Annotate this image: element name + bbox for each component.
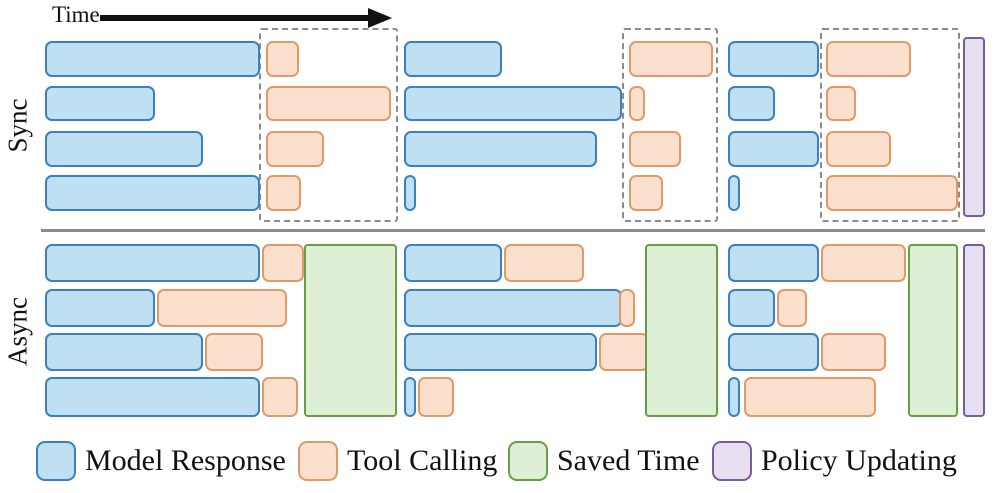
time-axis-label: Time (52, 2, 100, 27)
model-response-bar (728, 333, 819, 371)
sync-tool-group-2 (622, 28, 718, 222)
sync-tool-group-3 (820, 28, 960, 222)
model-response-bar (404, 86, 622, 121)
tool-calling-bar (826, 175, 958, 211)
saved-time-bar (304, 244, 397, 417)
tool-calling-bar (262, 244, 304, 282)
tool-calling-bar (157, 289, 287, 327)
model-response-bar (404, 244, 502, 282)
arrow-right-icon (100, 8, 392, 28)
tool-calling-bar (262, 377, 298, 417)
policy-updating-bar (963, 37, 985, 217)
model-response-bar (728, 244, 819, 282)
tool-calling-bar (266, 86, 391, 121)
legend-item-saved: Saved Time (508, 432, 700, 490)
saved-time-swatch (508, 441, 548, 481)
tool-calling-bar (599, 333, 649, 371)
model-response-bar (45, 41, 260, 77)
section-divider (41, 229, 985, 232)
model-response-bar (404, 41, 502, 77)
legend-item-model: Model Response (36, 432, 286, 490)
tool-calling-bar (826, 41, 911, 77)
model-response-bar (728, 41, 819, 77)
model-response-bar (404, 289, 622, 327)
model-response-bar (404, 377, 416, 417)
tool-calling-bar (826, 86, 856, 121)
tool-calling-swatch (298, 441, 338, 481)
tool-calling-bar (629, 86, 645, 121)
model-response-bar (45, 244, 260, 282)
model-response-swatch (36, 441, 76, 481)
async-row-label: Async (2, 297, 33, 366)
tool-calling-bar (826, 131, 891, 167)
tool-calling-bar (629, 41, 713, 77)
model-response-bar (728, 377, 740, 417)
tool-calling-bar (266, 175, 301, 211)
model-response-bar (404, 131, 597, 167)
policy-updating-bar (963, 244, 985, 417)
policy-updating-swatch (712, 441, 752, 481)
saved-time-bar (645, 244, 718, 417)
legend-label-saved: Saved Time (557, 444, 700, 477)
tool-calling-bar (205, 333, 263, 371)
tool-calling-bar (629, 131, 681, 167)
model-response-bar (45, 289, 155, 327)
model-response-bar (404, 333, 597, 371)
tool-calling-bar (777, 289, 807, 327)
tool-calling-bar (504, 244, 584, 282)
tool-calling-bar (744, 377, 876, 417)
legend: Model Response Tool Calling Saved Time Poli… (0, 432, 998, 490)
legend-label-tool: Tool Calling (347, 444, 498, 477)
model-response-bar (45, 377, 260, 417)
tool-calling-bar (266, 131, 324, 167)
model-response-bar (45, 131, 203, 167)
model-response-bar (728, 175, 740, 211)
model-response-bar (45, 175, 260, 211)
tool-calling-bar (418, 377, 454, 417)
legend-label-policy: Policy Updating (761, 444, 957, 477)
legend-label-model: Model Response (85, 444, 286, 477)
model-response-bar (728, 86, 775, 121)
tool-calling-bar (821, 333, 886, 371)
legend-item-tool: Tool Calling (298, 432, 497, 490)
model-response-bar (728, 131, 819, 167)
saved-time-bar (908, 244, 958, 417)
sync-row-label: Sync (2, 98, 33, 153)
tool-calling-bar (619, 289, 635, 327)
legend-item-policy: Policy Updating (712, 432, 957, 490)
model-response-bar (45, 333, 203, 371)
model-response-bar (728, 289, 775, 327)
tool-calling-bar (629, 175, 663, 211)
model-response-bar (45, 86, 155, 121)
tool-calling-bar (266, 41, 299, 77)
model-response-bar (404, 175, 416, 211)
sync-tool-group-1 (259, 28, 398, 222)
tool-calling-bar (821, 244, 906, 282)
